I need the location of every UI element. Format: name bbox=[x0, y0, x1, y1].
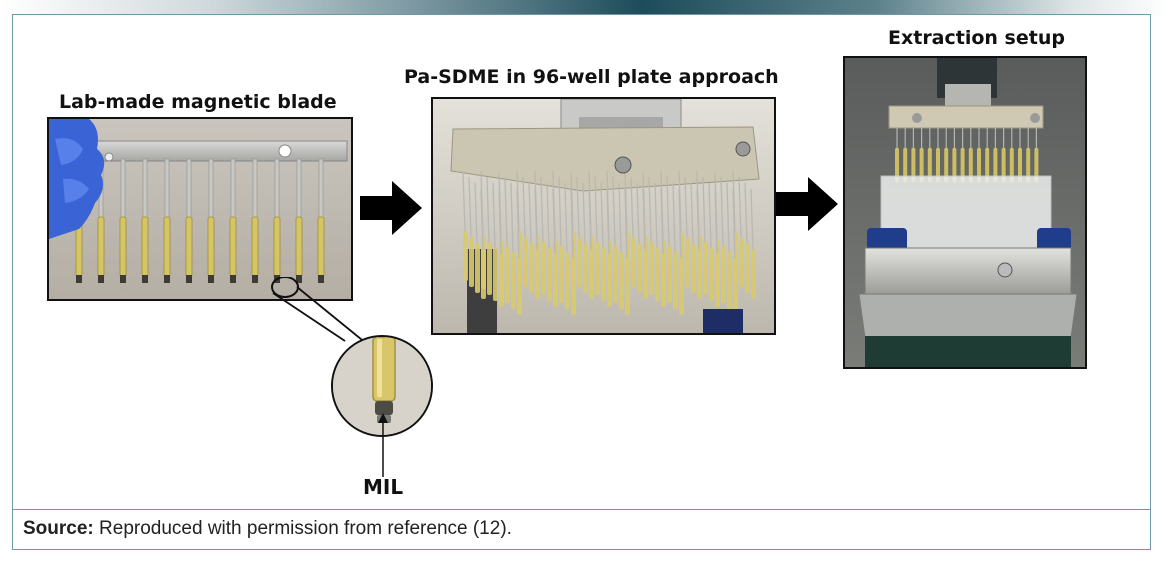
source-text: Reproduced with permission from referenc… bbox=[93, 518, 512, 539]
source-label: Source: bbox=[23, 518, 94, 539]
arrow-right-2 bbox=[776, 177, 838, 231]
panel-label-blade: Lab-made magnetic blade bbox=[59, 91, 337, 113]
arrow-right-1 bbox=[360, 181, 422, 235]
source-caption: Source: Reproduced with permission from … bbox=[23, 518, 512, 540]
panel-label-setup: Extraction setup bbox=[888, 27, 1065, 49]
mil-label: MIL bbox=[363, 475, 404, 499]
photo-extraction-setup bbox=[843, 56, 1087, 369]
photo-magnetic-blade bbox=[47, 117, 353, 301]
caption-bar: Source: Reproduced with permission from … bbox=[13, 509, 1150, 549]
photo-96-well-plate bbox=[431, 97, 776, 335]
header-gradient-bar bbox=[0, 0, 1168, 16]
mil-pointer-arrow bbox=[378, 413, 388, 477]
panel-label-plate: Pa-SDME in 96-well plate approach bbox=[404, 66, 779, 88]
figure-frame: Lab-made magnetic blade Pa-SDME in 96-we… bbox=[12, 14, 1151, 550]
